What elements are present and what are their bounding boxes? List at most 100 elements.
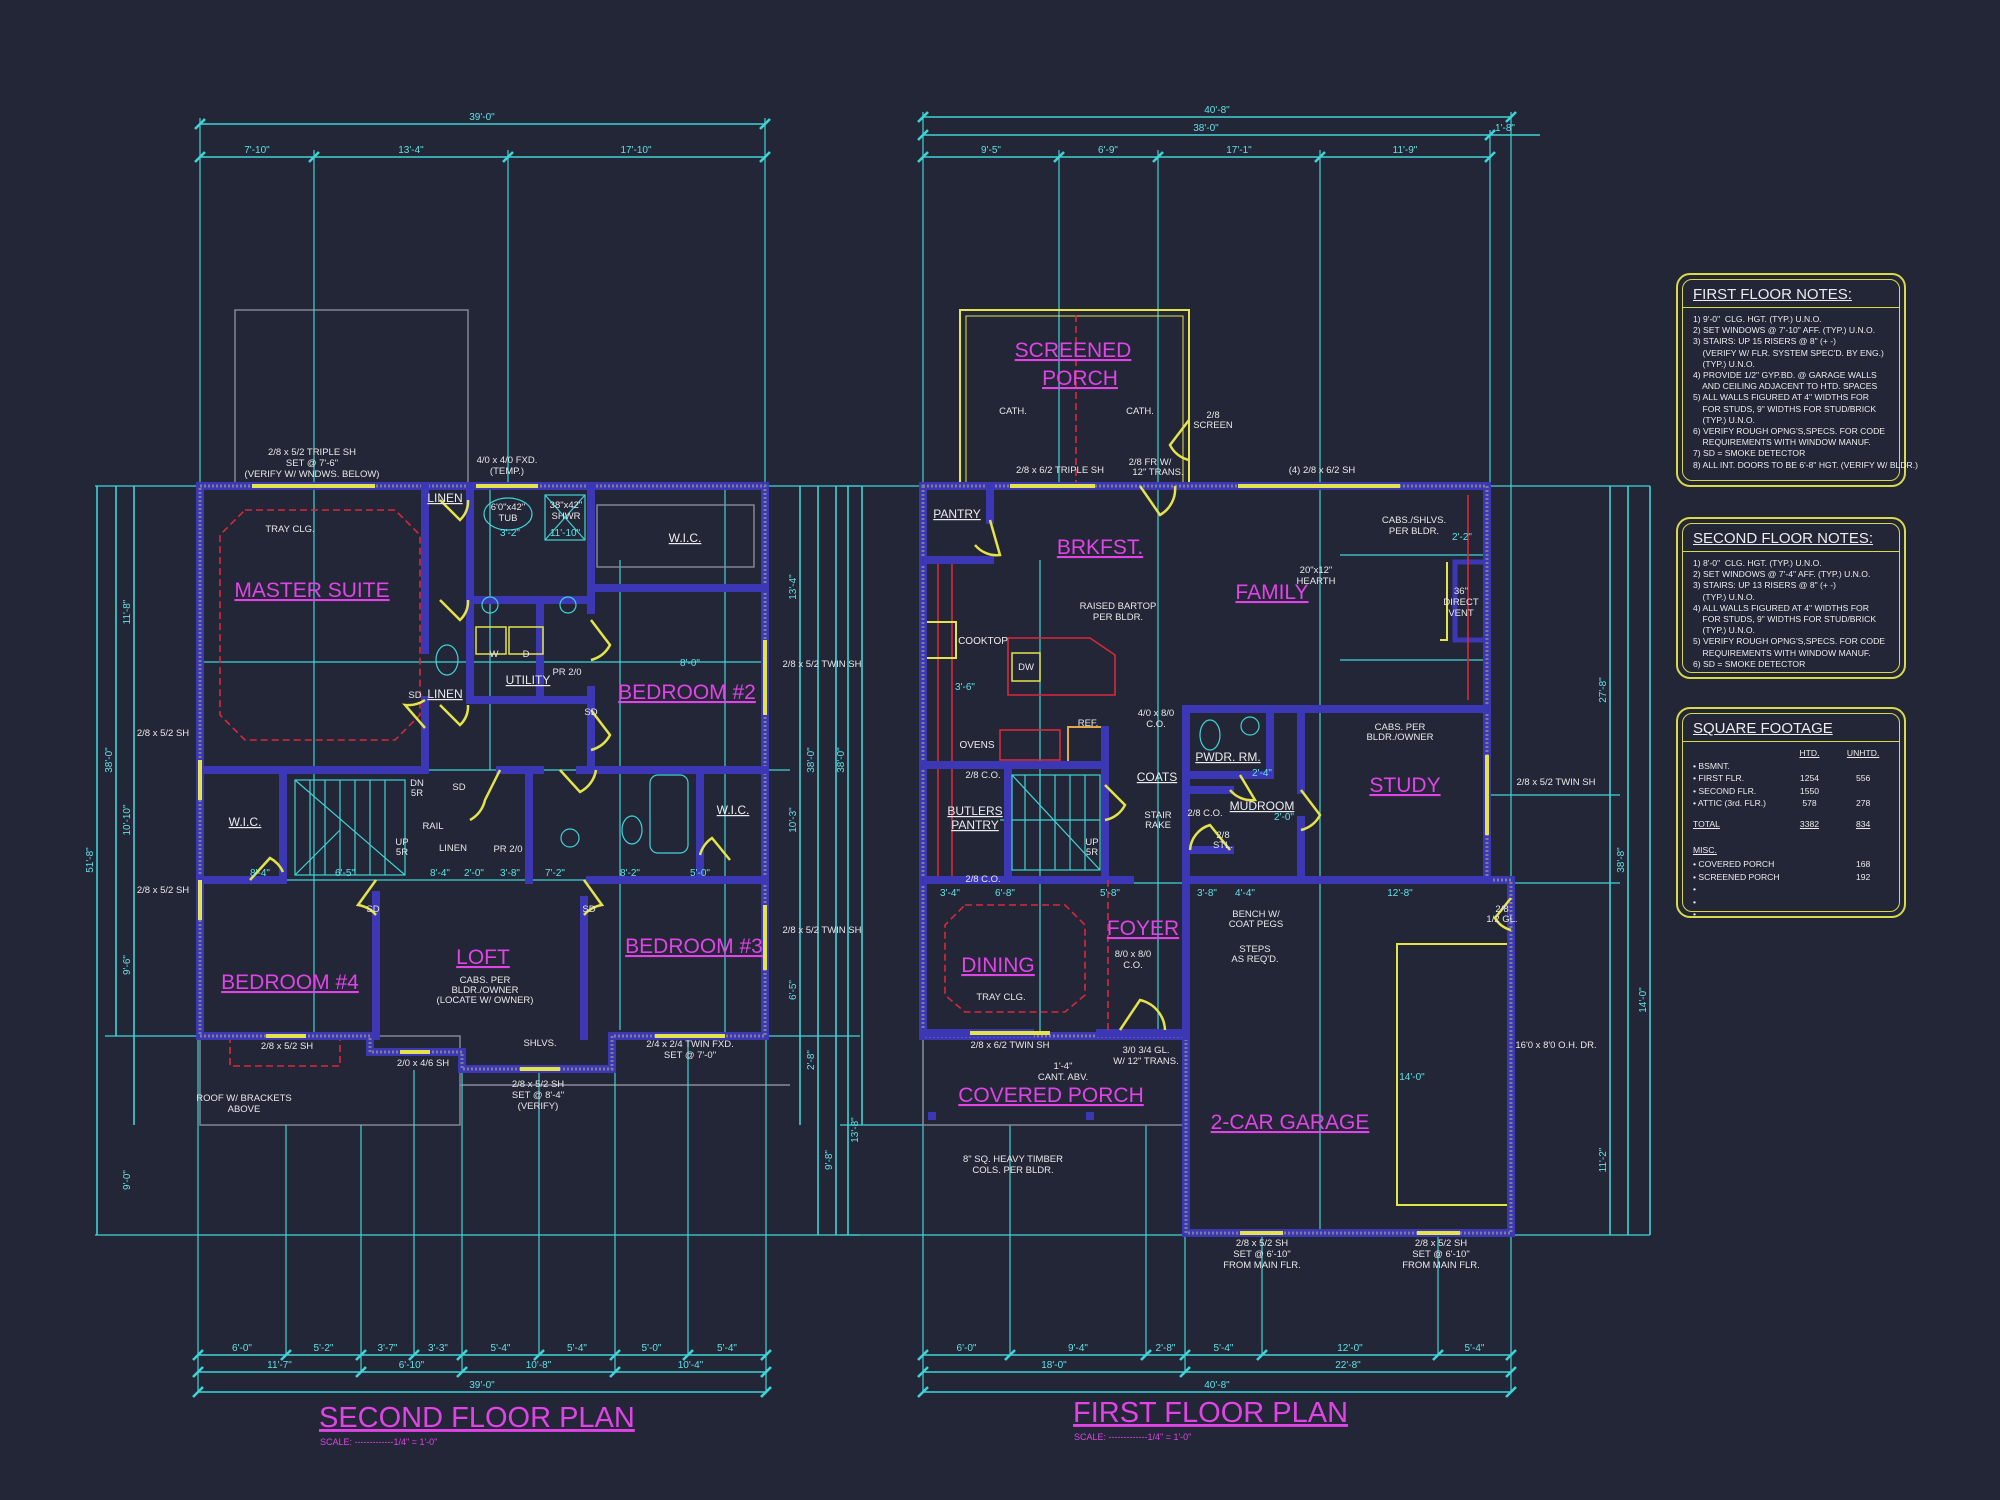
washer [475,626,507,655]
note-line: 7) SD = SMOKE DETECTOR [1693,448,1806,459]
first-top-dimensions: 40'-8" 38'-0" 1'-8" 9'-5" 6'-9" 17'-1" 1… [917,105,1540,163]
second-floor-plan-scale: SCALE: -------------1/4" = 1'-0" [320,1437,437,1447]
dimension-text: 40'-8" [1204,1380,1230,1391]
dryer [508,626,544,655]
dimension-tick [533,1349,545,1361]
annotation-text: 6'0"x42" [491,502,525,513]
dimension-text: 5'-8" [1100,888,1120,899]
room-label-master-suite: MASTER SUITE [234,579,389,602]
annotation-text: RAIL [422,821,443,832]
annotation-text: FROM MAIN FLR. [1223,1260,1301,1271]
dimension-tick [1505,1366,1517,1378]
annotation-text: BLDR./OWNER [451,985,518,996]
label-powder-room: PWDR. RM. [1195,750,1260,764]
dimension-tick [1140,1349,1152,1361]
second-floor-plan-title: SECOND FLOOR PLAN [319,1402,635,1434]
tray-ceiling-outline [229,1036,341,1067]
side-dimension-texts: 51'-8"38'-0"11'-8"10'-10"9'-6"9'-0"13'-4… [85,528,1649,1190]
annotation-text: 1'-4" [1054,1061,1073,1072]
label-butlers-pantry: PANTRY [951,818,999,832]
annotation-text: 2/8 x 5/2 SH [137,728,189,739]
dimension-text: 9'-4" [1068,1343,1088,1354]
dimension-text: 13'-8" [850,1117,861,1143]
note-line: (TYP.) U.N.O. [1693,591,1755,602]
first-floor-plan: 40'-8" 38'-0" 1'-8" 9'-5" 6'-9" 17'-1" 1… [840,105,1651,1442]
dimension-tick [355,1349,367,1361]
note-line: 8) ALL INT. DOORS TO BE 6'-8" HGT. (VERI… [1693,459,1918,470]
dimension-text: 3'-4" [940,888,960,899]
label-coats: COATS [1137,770,1177,784]
square-footage-cell: • SCREENED PORCH [1693,871,1780,882]
tub [649,774,689,854]
annotation-text: 2/8 x 5/2 TRIPLE SH [268,447,356,458]
annotation-text: (VERIFY) [518,1101,559,1112]
annotation-text: 5R [1086,847,1098,858]
annotation-text: AS REQ'D. [1231,954,1278,965]
annotation-text: BENCH W/ [1232,909,1280,920]
square-footage-cell: 1254 [1799,773,1820,783]
annotation-text: (TEMP.) [490,466,524,477]
annotation-text: ROOF W/ BRACKETS [196,1093,292,1104]
dimension-text: 3'-3" [428,1343,448,1354]
square-footage-cell: UNHTD. [1846,748,1880,758]
annotation-text: W [490,649,499,660]
annotation-text: 2/0 x 4/6 SH [397,1058,449,1069]
sink [560,828,580,848]
annotation-text: (VERIFY W/ WNDWS. BELOW) [245,469,380,480]
dimension-text: 2'-8" [806,1050,817,1070]
dimension-text: 17'-10" [620,145,651,156]
annotation-text: 2/8 FR W/ [1129,457,1172,468]
dimension-text: 38'-0" [1193,123,1219,134]
label-ovens: OVENS [959,740,994,751]
dimension-text: 39'-0" [469,112,495,123]
dimension-text: 13'-4" [398,145,424,156]
dimension-tick [760,1386,772,1398]
square-footage-cell [1782,897,1837,910]
dishwasher [1011,652,1041,682]
closet-shelf [596,504,755,568]
second-bottom-dimensions [198,1354,766,1393]
dimension-text: 27'-8" [1598,677,1609,703]
second-top-dimensions: 39'-0" 7'-10" 13'-4" 17'-10" [194,112,771,163]
annotation-text: STEPS [1239,944,1270,955]
annotation-text: 4/0 x 8/0 [1138,708,1174,719]
annotation-text: 38"x42" [550,500,583,511]
annotation-text: SET @ 7'-0" [664,1050,716,1061]
dimension-text: 9'-5" [981,145,1001,156]
first-side-dimension-lines [847,486,1651,1235]
dimension-tick [760,1366,772,1378]
annotation-text: REF. [1078,718,1099,729]
annotation-text: SD [584,707,597,718]
square-footage-cell [1782,761,1837,774]
dimension-tick [609,1349,621,1361]
tray-ceiling-outline [944,904,1086,1013]
label-wic: W.I.C. [717,803,750,817]
dimension-text: 38'-0" [806,747,817,773]
annotation-text: RAISED BARTOP [1080,601,1157,612]
fireplace-hearth [1440,562,1448,641]
dimension-text: 4'-4" [1235,888,1255,899]
note-line: 5) ALL WALLS FIGURED AT 4" WIDTHS FOR [1693,392,1869,403]
annotation-text: 2/8 [1206,410,1219,421]
annotation-text: 8/0 x 8/0 [1115,949,1151,960]
square-footage-cell [1837,786,1889,799]
second-floor-notes-title: SECOND FLOOR NOTES: [1683,524,1899,552]
square-footage-cell: 278 [1855,798,1871,808]
toilet [1199,719,1221,751]
first-floor-walls [919,482,1515,1237]
annotation-text: TRAY CLG. [976,992,1025,1003]
room-label-garage: 2-CAR GARAGE [1211,1111,1370,1134]
square-footage-cell: • [1693,884,1697,894]
annotation-text: CABS. PER [460,975,511,986]
dimension-text: 11'-8" [122,599,133,624]
label-linen: LINEN [427,491,462,505]
dimension-text: 11'-7" [267,1360,292,1371]
dimension-text: 12'-0" [1337,1343,1363,1354]
dimension-text: 6'-5" [335,868,355,879]
annotation-text: 4/0 x 4/0 FXD. [477,455,538,466]
dimension-text: 5'-4" [567,1343,587,1354]
dimension-text: 7'-2" [545,868,565,879]
dimension-text: 5'-4" [491,1343,511,1354]
